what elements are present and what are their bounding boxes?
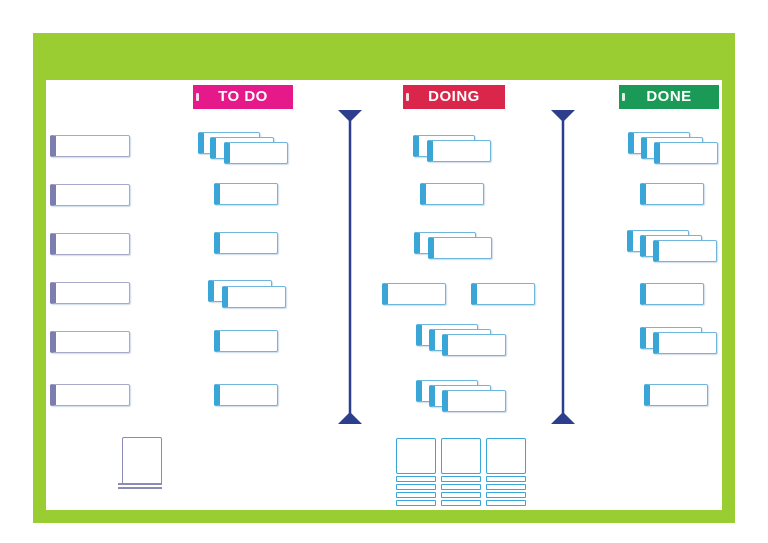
card-stack-sheet [441, 476, 481, 482]
task-card[interactable] [644, 384, 708, 406]
task-card[interactable] [222, 286, 286, 308]
card-stack-sheet [396, 492, 436, 498]
card-stack-sheet [486, 476, 526, 482]
card-stack-sheet [396, 476, 436, 482]
column-label: TO DO [218, 88, 268, 105]
card-stack-sheet [486, 484, 526, 490]
card-stack-sheet [396, 500, 436, 506]
kanban-board: TO DO DOING DONE [46, 80, 722, 510]
task-card[interactable] [653, 332, 717, 354]
card-stack-top [486, 438, 526, 474]
pin-icon [406, 93, 409, 101]
notepad-base [118, 487, 162, 489]
column-header-done: DONE [619, 85, 719, 109]
task-card[interactable] [471, 283, 535, 305]
task-card[interactable] [214, 183, 278, 205]
backlog-card[interactable] [50, 384, 130, 406]
column-header-todo: TO DO [193, 85, 293, 109]
card-stack-sheet [441, 500, 481, 506]
card-stack-top [396, 438, 436, 474]
notepad-icon [122, 437, 162, 485]
card-stack-sheet [396, 484, 436, 490]
task-card[interactable] [442, 390, 506, 412]
backlog-card[interactable] [50, 184, 130, 206]
backlog-card[interactable] [50, 282, 130, 304]
backlog-card[interactable] [50, 331, 130, 353]
notepad-base [118, 483, 162, 485]
task-card[interactable] [382, 283, 446, 305]
task-card[interactable] [214, 384, 278, 406]
task-card[interactable] [427, 140, 491, 162]
column-header-doing: DOING [403, 85, 505, 109]
task-card[interactable] [442, 334, 506, 356]
card-stack-sheet [441, 484, 481, 490]
column-label: DOING [428, 88, 480, 105]
task-card[interactable] [420, 183, 484, 205]
pin-icon [622, 93, 625, 101]
card-stack-sheet [486, 500, 526, 506]
task-card[interactable] [640, 183, 704, 205]
card-stack-sheet [441, 492, 481, 498]
task-card[interactable] [640, 283, 704, 305]
task-card[interactable] [224, 142, 288, 164]
card-stack-sheet [486, 492, 526, 498]
task-card[interactable] [653, 240, 717, 262]
backlog-card[interactable] [50, 135, 130, 157]
task-card[interactable] [214, 232, 278, 254]
backlog-card[interactable] [50, 233, 130, 255]
task-card[interactable] [654, 142, 718, 164]
task-card[interactable] [214, 330, 278, 352]
task-card[interactable] [428, 237, 492, 259]
column-label: DONE [646, 88, 692, 105]
card-stack-top [441, 438, 481, 474]
pin-icon [196, 93, 199, 101]
